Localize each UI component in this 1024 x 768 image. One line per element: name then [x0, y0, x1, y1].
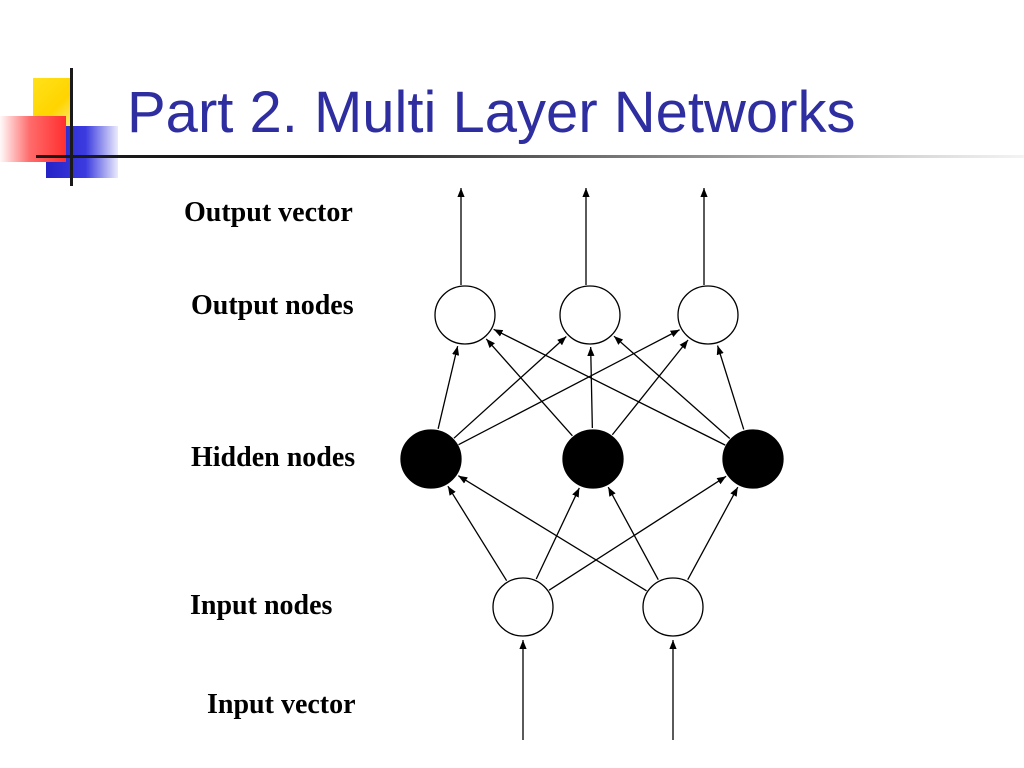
edge-hidden-output	[716, 345, 745, 430]
decor-red-block	[0, 116, 66, 162]
input-node	[642, 577, 704, 637]
edge-input-hidden	[548, 475, 727, 591]
output-node	[434, 285, 496, 345]
edge-input-hidden	[457, 475, 647, 592]
decor-vertical-line	[70, 68, 73, 186]
edge-hidden-output	[613, 335, 731, 439]
hidden-node	[562, 429, 624, 489]
label-hidden-nodes: Hidden nodes	[191, 442, 356, 473]
input-node	[492, 577, 554, 637]
slide-title: Part 2. Multi Layer Networks	[127, 80, 856, 145]
edge-input-hidden	[447, 485, 508, 582]
edge-input-hidden	[607, 486, 659, 581]
output-node	[677, 285, 739, 345]
edge-hidden-output	[453, 335, 567, 439]
title-underline	[36, 155, 1024, 158]
edge-hidden-output	[437, 345, 460, 429]
edge-hidden-output	[587, 346, 595, 429]
label-input-nodes: Input nodes	[190, 590, 333, 621]
output-node	[559, 285, 621, 345]
label-input-vector: Input vector	[207, 689, 356, 720]
edge-input-hidden	[535, 487, 580, 580]
edge-hidden-output	[493, 328, 726, 446]
label-output-nodes: Output nodes	[191, 290, 354, 321]
edge-input-hidden	[687, 486, 739, 581]
hidden-node	[722, 429, 784, 489]
edge-hidden-output	[611, 339, 689, 436]
edge-hidden-output	[485, 338, 573, 437]
hidden-node	[400, 429, 462, 489]
edge-hidden-output	[458, 329, 680, 446]
label-output-vector: Output vector	[184, 197, 353, 228]
